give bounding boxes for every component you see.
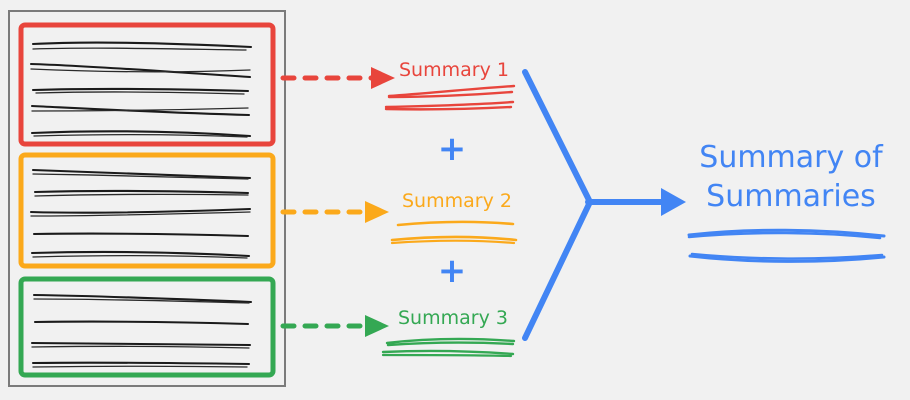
arrow-chunk2-to-summary2 [280, 201, 389, 223]
summary-1-label: Summary 1 [399, 59, 509, 81]
final-summary-label-line-2: Summaries [706, 179, 876, 214]
merge-arrowhead [661, 188, 686, 216]
summary-2-sketch-lines [390, 220, 518, 245]
final-summary-sketch-lines [687, 228, 886, 263]
chunk-3-text-lines [30, 293, 253, 368]
chunk-box-3[interactable] [18, 276, 276, 378]
final-summary-label-line-1: Summary of [699, 140, 884, 175]
summary-1-sketch-lines [384, 84, 516, 111]
arrow-chunk1-to-summary1 [280, 67, 395, 89]
chunk-1-text-lines [29, 41, 253, 138]
summary-3-label: Summary 3 [398, 307, 508, 329]
document-panel [8, 10, 286, 387]
plus-operator-1: + [438, 129, 467, 169]
summary-2-label: Summary 2 [402, 190, 512, 212]
plus-operator-2: + [438, 251, 467, 291]
summary-3-sketch-lines [381, 337, 516, 358]
chunk-2-text-lines [29, 168, 252, 259]
arrow-chunk3-to-summary3 [280, 315, 389, 337]
chunk-box-1[interactable] [18, 22, 276, 147]
chunk-box-2[interactable] [18, 152, 276, 269]
merge-arrow [522, 69, 686, 341]
